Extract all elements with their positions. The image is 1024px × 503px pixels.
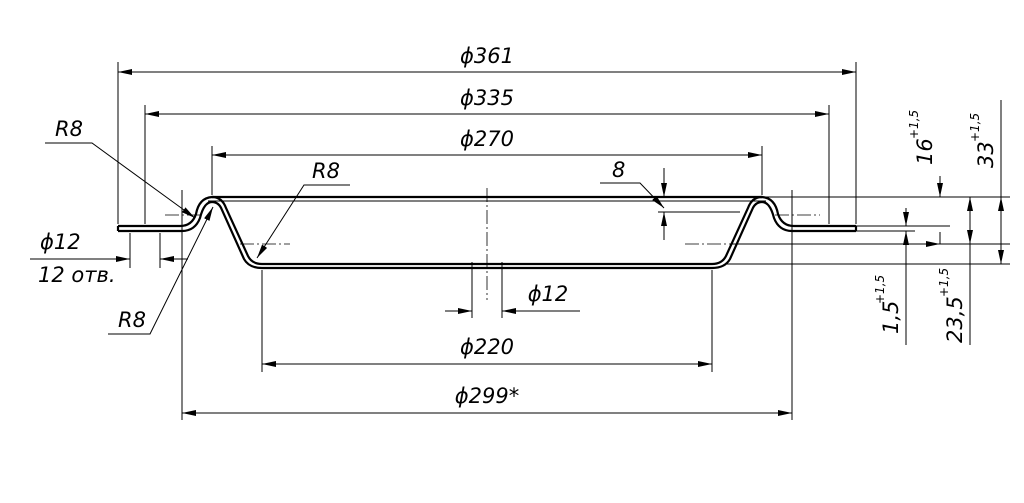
label-h16-tol: +1,5	[907, 110, 921, 139]
label-d299: ϕ299*	[455, 384, 519, 408]
label-h23-5: 23,5	[943, 296, 967, 343]
label-d270: ϕ270	[460, 127, 514, 151]
label-wall-8: 8	[612, 158, 625, 182]
label-holes-count: 12 отв.	[38, 263, 116, 287]
height-dimensions	[661, 100, 1004, 345]
label-h33-tol: +1,5	[968, 113, 982, 142]
label-r8-lower-left: R8	[118, 308, 146, 332]
label-r8-upper-left: R8	[55, 117, 83, 141]
center-lines	[165, 188, 820, 300]
radius-leaders	[45, 142, 665, 335]
label-h16: 16	[913, 138, 937, 165]
label-d335: ϕ335	[460, 86, 514, 110]
label-h1-5: 1,5	[879, 301, 903, 334]
label-h23-5-tol: +1,5	[937, 268, 951, 297]
label-d12-flange: ϕ12	[40, 230, 81, 254]
label-d361: ϕ361	[460, 44, 514, 68]
label-h1-5-tol: +1,5	[873, 275, 887, 304]
label-h33: 33	[974, 141, 998, 168]
label-d12-hole: ϕ12	[528, 282, 569, 306]
label-d220: ϕ220	[460, 335, 514, 359]
label-r8-mid: R8	[312, 159, 340, 183]
diameter-dimensions	[30, 69, 856, 416]
dimension-labels: ϕ361 ϕ335 ϕ270 ϕ220 ϕ299* ϕ12 ϕ12 12 отв…	[38, 44, 998, 408]
extension-lines	[117, 62, 1010, 420]
